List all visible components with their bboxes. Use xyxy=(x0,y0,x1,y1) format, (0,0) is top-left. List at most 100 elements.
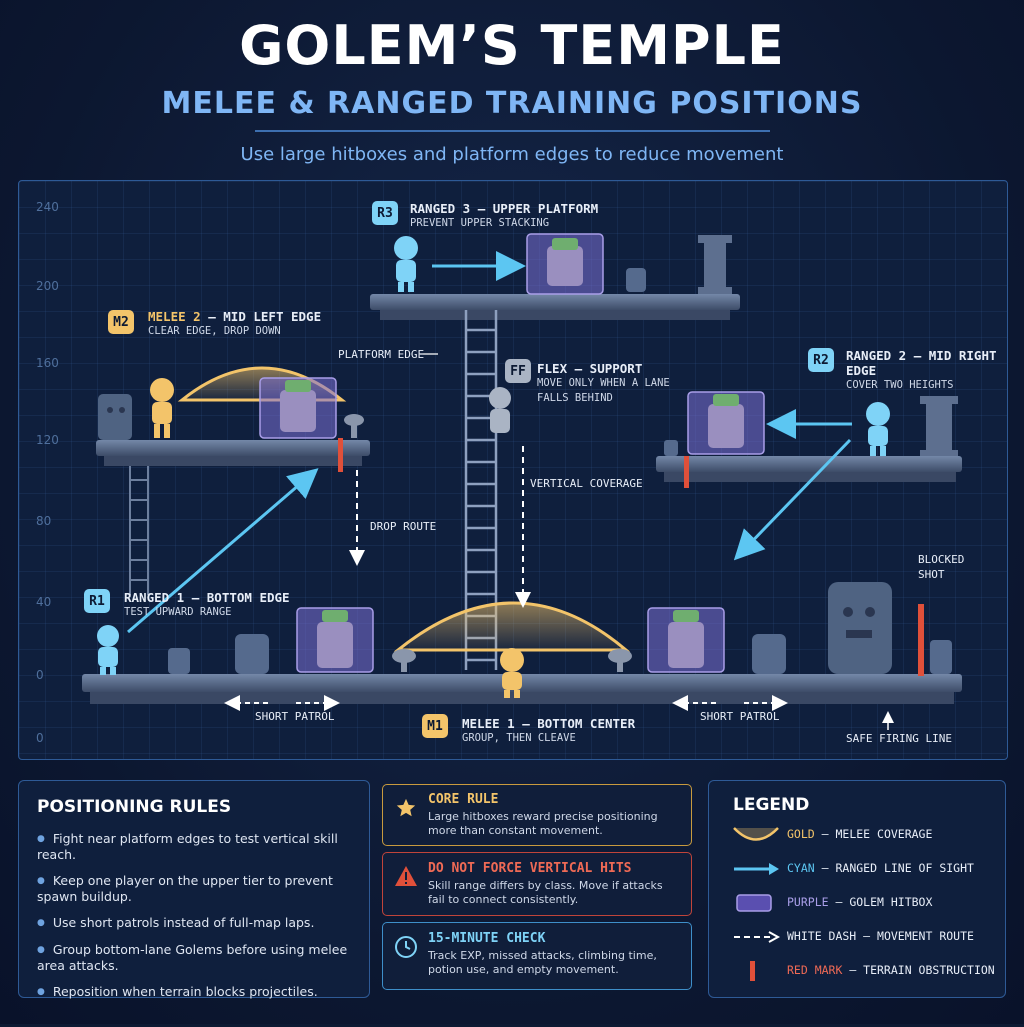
legend-key: WHITE DASH xyxy=(787,929,857,943)
label-ff-desc2: FALLS BEHIND xyxy=(537,392,613,404)
label-r3-desc: PREVENT UPPER STACKING xyxy=(410,217,550,229)
label-r2-title: RANGED 2 — MID RIGHT EDGE xyxy=(846,348,997,378)
platform-mid-right xyxy=(656,456,962,482)
legend-desc: — RANGED LINE OF SIGHT xyxy=(814,861,974,875)
legend-title: LEGEND xyxy=(733,795,810,815)
player-r2 xyxy=(866,402,890,456)
label-r2-desc: COVER TWO HEIGHTS xyxy=(846,379,954,391)
warning-title: DO NOT FORCE VERTICAL HITS xyxy=(428,861,632,876)
label-r1-title: RANGED 1 — BOTTOM EDGE xyxy=(124,590,290,605)
gold-arc-icon xyxy=(733,827,779,841)
label-r1: RANGED 1 — BOTTOM EDGE TEST UPWARD RANGE xyxy=(124,590,290,620)
ranged-line-r1 xyxy=(127,468,319,634)
badge-m2: M2 xyxy=(108,310,134,334)
label-m2-title-b: — MID LEFT EDGE xyxy=(200,309,322,324)
label-platform-edge: PLATFORM EDGE xyxy=(338,348,425,361)
legend-item-purple: PURPLE — GOLEM HITBOX xyxy=(709,891,1005,915)
rule-item: Fight near platform edges to test vertic… xyxy=(37,831,351,862)
red-mark-icon xyxy=(750,961,755,981)
positioning-rules-panel: POSITIONING RULES Fight near platform ed… xyxy=(18,780,370,1000)
rules-list: Fight near platform edges to test vertic… xyxy=(37,831,351,1000)
obstruction-mark-mid-right xyxy=(684,456,689,488)
y-tick-label: 200 xyxy=(36,279,59,293)
legend-desc: — TERRAIN OBSTRUCTION xyxy=(842,963,995,977)
legend-item-cyan: CYAN — RANGED LINE OF SIGHT xyxy=(709,857,1005,881)
page-subtitle: MELEE & RANGED TRAINING POSITIONS xyxy=(161,86,863,121)
label-r3-title: RANGED 3 — UPPER PLATFORM xyxy=(410,201,599,216)
legend-key: RED MARK xyxy=(787,963,843,977)
legend-item-white-dash: WHITE DASH — MOVEMENT ROUTE xyxy=(709,925,1005,949)
warning-icon xyxy=(395,866,417,886)
rule-item: Group bottom-lane Golems before using me… xyxy=(37,942,351,973)
warning-line2: fail to connect consistently. xyxy=(428,893,579,906)
label-ff-title: FLEX — SUPPORT xyxy=(537,361,643,376)
check-title: 15-MINUTE CHECK xyxy=(428,931,546,946)
warning-card: DO NOT FORCE VERTICAL HITS Skill range d… xyxy=(382,852,692,916)
legend-key: GOLD xyxy=(787,827,815,841)
y-tick-label: 120 xyxy=(36,433,59,447)
check-card: 15-MINUTE CHECK Track EXP, missed attack… xyxy=(382,922,692,990)
legend-key: CYAN xyxy=(787,861,815,875)
rule-item: Reposition when terrain blocks projectil… xyxy=(37,984,351,1000)
core-rule-title: CORE RULE xyxy=(428,792,499,807)
page-title: GOLEM’S TEMPLE xyxy=(239,14,785,77)
legend-item-red: RED MARK — TERRAIN OBSTRUCTION xyxy=(709,959,1005,983)
label-ff-desc1: MOVE ONLY WHEN A LANE xyxy=(537,377,670,389)
platform-mid-left xyxy=(96,440,370,466)
pillar-mid-right xyxy=(920,396,958,456)
label-blocked-shot-2: SHOT xyxy=(918,568,945,581)
platform-upper xyxy=(370,294,740,320)
label-safe-firing-line: SAFE FIRING LINE xyxy=(846,732,952,745)
ladder-left xyxy=(129,466,149,595)
label-drop-route: DROP ROUTE xyxy=(370,520,437,533)
small-golem xyxy=(168,268,952,674)
player-m2 xyxy=(150,378,174,438)
player-r1 xyxy=(97,625,119,675)
label-short-patrol-right: SHORT PATROL xyxy=(700,710,780,723)
statue-left xyxy=(98,394,132,440)
platform-bottom xyxy=(82,674,962,704)
pillar-upper-right xyxy=(698,235,732,294)
rule-item: Keep one player on the upper tier to pre… xyxy=(37,873,351,904)
y-tick-label: 80 xyxy=(36,514,52,528)
label-blocked-shot-1: BLOCKED xyxy=(918,553,965,566)
label-m2-desc: CLEAR EDGE, DROP DOWN xyxy=(148,325,281,337)
obstruction-mark-mid-left xyxy=(338,438,343,472)
core-rule-line1: Large hitboxes reward precise positionin… xyxy=(428,810,658,823)
label-vertical-coverage: VERTICAL COVERAGE xyxy=(530,477,643,490)
page-tagline: Use large hitboxes and platform edges to… xyxy=(240,144,784,165)
badge-r3: R3 xyxy=(372,201,398,225)
y-tick-label: 0 xyxy=(36,668,44,682)
check-line1: Track EXP, missed attacks, climbing time… xyxy=(428,949,657,962)
legend-key: PURPLE xyxy=(787,895,829,909)
white-dash-arrow-icon xyxy=(734,931,781,943)
badge-r2: R2 xyxy=(808,348,834,372)
check-line2: potion use, and empty movement. xyxy=(428,963,619,976)
rule-item: Use short patrols instead of full-map la… xyxy=(37,915,351,931)
y-tick-label: 40 xyxy=(36,595,52,609)
player-flex xyxy=(489,387,511,433)
y-tick-label: 0 xyxy=(36,731,44,745)
y-tick-label: 240 xyxy=(36,200,59,214)
mushroom xyxy=(344,414,632,672)
label-m2: MELEE 2 — MID LEFT EDGE CLEAR EDGE, DROP… xyxy=(148,309,321,339)
rules-title: POSITIONING RULES xyxy=(37,797,232,817)
label-r3: RANGED 3 — UPPER PLATFORM PREVENT UPPER … xyxy=(410,201,598,231)
label-m1: MELEE 1 — BOTTOM CENTER GROUP, THEN CLEA… xyxy=(462,716,635,746)
legend-panel: LEGEND GOLD — MELEE COVERAGE CYAN — RANG… xyxy=(708,780,1006,998)
warning-line1: Skill range differs by class. Move if at… xyxy=(428,879,663,892)
label-short-patrol-left: SHORT PATROL xyxy=(255,710,335,723)
melee-coverage-arc-m1 xyxy=(393,601,631,652)
clock-icon xyxy=(395,936,417,958)
obstruction-mark-bottom-right xyxy=(918,604,924,676)
player-r3 xyxy=(394,236,418,292)
label-ff: FLEX — SUPPORT MOVE ONLY WHEN A LANE FAL… xyxy=(537,361,670,406)
statue-right xyxy=(828,582,892,674)
label-r2: RANGED 2 — MID RIGHT EDGE COVER TWO HEIG… xyxy=(846,348,1024,393)
legend-desc: — MOVEMENT ROUTE xyxy=(856,929,974,943)
legend-item-gold: GOLD — MELEE COVERAGE xyxy=(709,823,1005,847)
legend-desc: — MELEE COVERAGE xyxy=(814,827,933,841)
core-rule-card: CORE RULE Large hitboxes reward precise … xyxy=(382,784,692,846)
golem-hitbox-upper xyxy=(526,233,604,295)
